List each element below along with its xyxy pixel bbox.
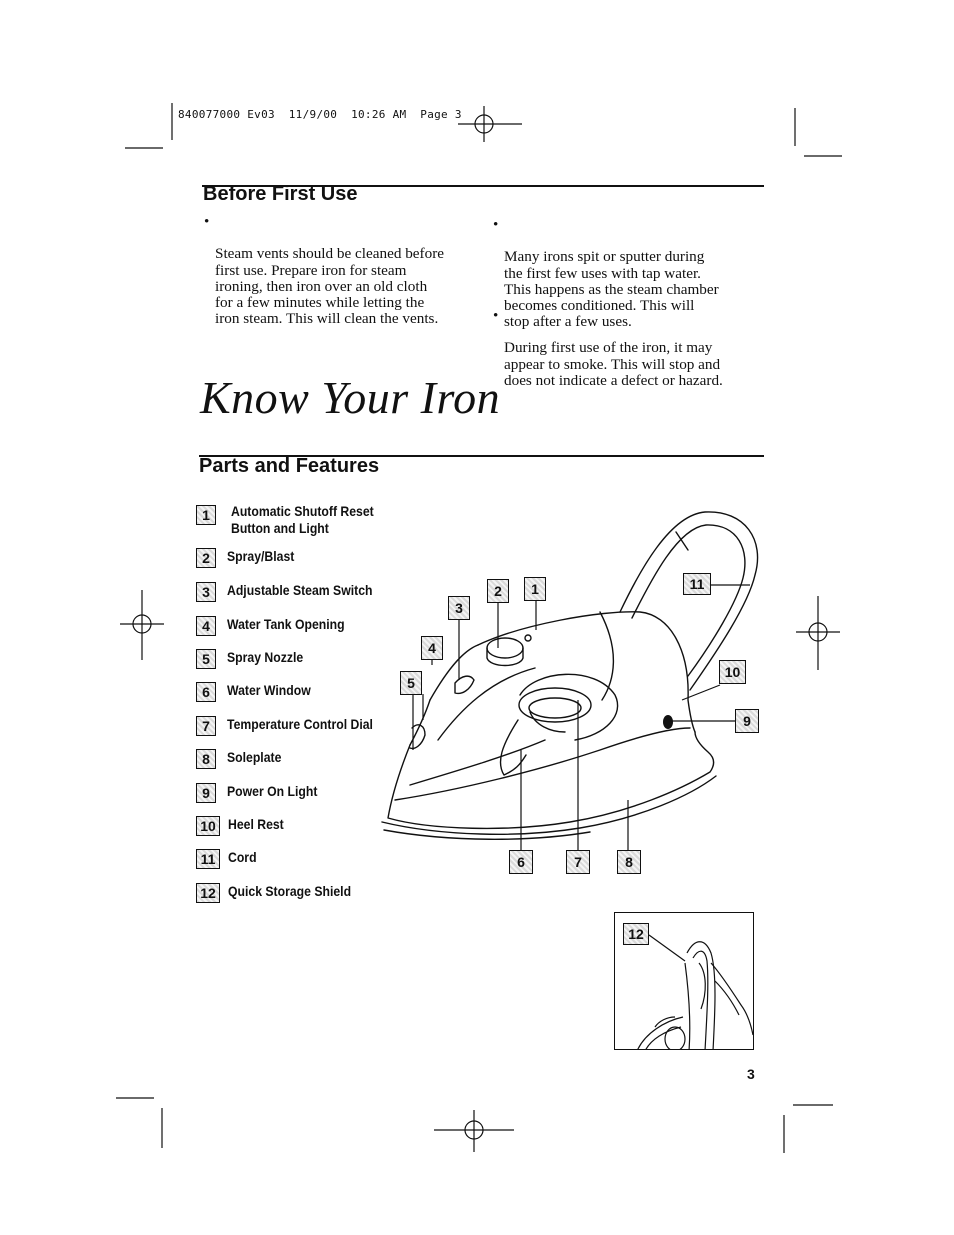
before-first-use-heading: Before First Use — [203, 183, 358, 205]
part-number-badge: 9 — [196, 783, 216, 803]
part-label: Power On Light — [227, 784, 318, 799]
callout-badge: 12 — [623, 923, 649, 945]
callout-badge: 10 — [719, 660, 746, 684]
callout-badge: 2 — [487, 579, 509, 603]
page-number: 3 — [747, 1066, 755, 1082]
part-number-badge: 1 — [196, 505, 216, 525]
callout-badge: 7 — [566, 850, 590, 874]
part-number-badge: 3 — [196, 582, 216, 602]
bullet-glyph: • — [493, 307, 499, 324]
part-number-badge: 5 — [196, 649, 216, 669]
registration-mark-top — [458, 106, 522, 142]
part-label: Quick Storage Shield — [228, 884, 352, 899]
part-number-badge: 4 — [196, 616, 216, 636]
part-item: 3 Adjustable Steam Switch — [196, 582, 389, 606]
part-item: 6 Water Window — [196, 682, 320, 706]
part-label: Temperature Control Dial — [227, 717, 373, 732]
part-number-badge: 7 — [196, 716, 216, 736]
part-number-badge: 10 — [196, 816, 220, 836]
part-label: Heel Rest — [228, 817, 284, 832]
part-label: Adjustable Steam Switch — [227, 583, 373, 598]
part-label: Spray/Blast — [227, 549, 295, 564]
part-number-badge: 2 — [196, 548, 216, 568]
print-slug: 840077000 Ev03 11/9/00 10:26 AM Page 3 — [178, 108, 462, 121]
callout-badge: 11 — [683, 573, 711, 595]
part-label: Water Window — [227, 683, 311, 698]
part-item: 12 Quick Storage Shield — [196, 883, 365, 907]
part-item: 11 Cord — [196, 849, 260, 873]
callout-badge: 5 — [400, 671, 422, 695]
bullet-text-left: Steam vents should be cleaned before fir… — [215, 245, 444, 328]
registration-mark-bottom — [434, 1110, 514, 1152]
part-label: Water Tank Opening — [227, 617, 345, 632]
page-title: Know Your Iron — [200, 372, 501, 423]
bullet-left: • Steam vents should be cleaned before f… — [204, 213, 485, 328]
callout-badge: 3 — [448, 596, 470, 620]
bullet-glyph: • — [204, 213, 210, 230]
bullet-right-1: • Many irons spit or sputter during the … — [493, 216, 764, 331]
bullet-text-right-1: Many irons spit or sputter during the fi… — [504, 248, 719, 331]
part-item: 1 Automatic Shutoff Reset Button and Lig… — [196, 503, 390, 536]
callout-badge: 8 — [617, 850, 641, 874]
callout-badge: 9 — [735, 709, 759, 733]
part-item: 8 Soleplate — [196, 749, 287, 773]
bullet-glyph: • — [493, 216, 499, 233]
callout-badge: 1 — [524, 577, 546, 601]
part-item: 7 Temperature Control Dial — [196, 716, 389, 740]
callout-leaders — [412, 584, 750, 850]
part-item: 4 Water Tank Opening — [196, 616, 358, 640]
parts-heading: Parts and Features — [199, 455, 380, 477]
section-rule — [202, 185, 764, 187]
part-item: 10 Heel Rest — [196, 816, 290, 840]
registration-mark-left — [120, 590, 164, 660]
storage-shield-inset: 12 — [614, 912, 754, 1050]
part-item: 5 Spray Nozzle — [196, 649, 312, 673]
part-item: 9 Power On Light — [196, 783, 327, 807]
part-label: Cord — [228, 850, 257, 865]
part-number-badge: 8 — [196, 749, 216, 769]
bullet-right-2: • During first use of the iron, it may a… — [493, 307, 766, 389]
callout-badge: 4 — [421, 636, 443, 660]
section-rule — [199, 455, 764, 457]
iron-illustration — [381, 511, 759, 840]
bullet-text-right-2: During first use of the iron, it may app… — [504, 339, 723, 389]
part-label: Automatic Shutoff Reset Button and Light — [231, 504, 374, 536]
part-item: 2 Spray/Blast — [196, 548, 302, 572]
part-label: Soleplate — [227, 750, 282, 765]
part-label: Spray Nozzle — [227, 650, 304, 665]
part-number-badge: 12 — [196, 883, 220, 903]
registration-mark-right — [796, 596, 840, 670]
callout-badge: 6 — [509, 850, 533, 874]
part-number-badge: 6 — [196, 682, 216, 702]
part-number-badge: 11 — [196, 849, 220, 869]
storage-shield-illustration — [637, 934, 753, 1049]
